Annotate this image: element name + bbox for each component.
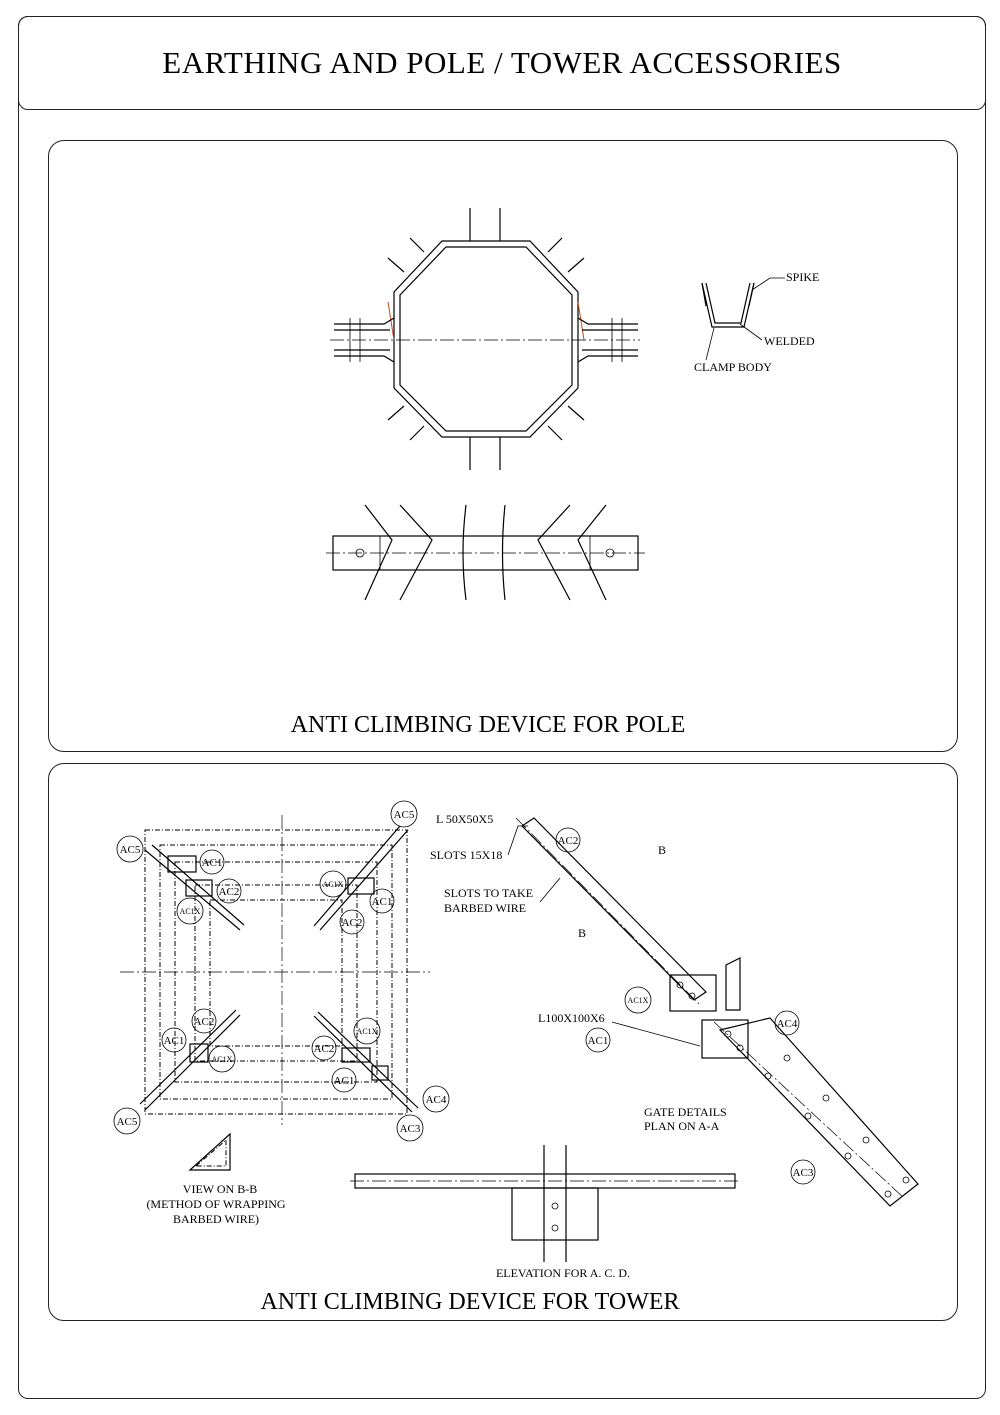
svg-text:AC2: AC2: [219, 886, 240, 898]
part-mark-ac1x: [176, 897, 204, 925]
angle-large-leader: [611, 1021, 701, 1047]
part-mark-ac4: [422, 1085, 450, 1113]
octagon-clamp-plan: [330, 208, 640, 470]
part-mark-ac1x: [319, 870, 347, 898]
clamp-body-label: CLAMP BODY: [694, 360, 772, 374]
spike-label: SPIKE: [786, 270, 819, 284]
part-mark-ac3: [790, 1159, 816, 1185]
slots-note: SLOTS 15X18: [430, 848, 502, 862]
svg-text:AC4: AC4: [426, 1094, 447, 1106]
slots-barbed-note-1: SLOTS TO TAKE: [444, 886, 533, 900]
part-mark-ac5: [113, 1107, 141, 1135]
part-mark-ac2: [339, 909, 365, 935]
pole-clamp-elevation: [326, 504, 645, 601]
part-mark-ac1x: [353, 1017, 381, 1045]
svg-text:AC1X: AC1X: [357, 1027, 378, 1036]
gate-details-plan: [515, 817, 919, 1207]
svg-text:AC4: AC4: [777, 1018, 798, 1030]
elevation-label: ELEVATION FOR A. C. D.: [496, 1266, 630, 1280]
view-bb-barbed: BARBED WIRE): [173, 1212, 259, 1226]
part-mark-ac1x: [208, 1045, 236, 1073]
section-mark-b-bottom: B: [578, 926, 586, 940]
svg-text:AC2: AC2: [314, 1043, 335, 1055]
acd-elevation: [350, 1145, 740, 1262]
svg-text:AC2: AC2: [342, 917, 363, 929]
view-bb-label: VIEW ON B-B: [183, 1182, 257, 1196]
angle-large-note: L100X100X6: [538, 1011, 605, 1025]
svg-text:AC1X: AC1X: [628, 996, 649, 1005]
tower-device-panel: [48, 763, 958, 1321]
gate-part-marks: AC2 AC1X AC1 AC4 AC3: [555, 827, 816, 1185]
svg-text:AC1: AC1: [164, 1035, 185, 1047]
part-mark-ac1: [369, 888, 395, 914]
gate-details-note-1: GATE DETAILS: [644, 1105, 727, 1119]
part-mark-ac2: [216, 878, 242, 904]
slots-leader: [507, 825, 528, 856]
page-title: EARTHING AND POLE / TOWER ACCESSORIES: [162, 45, 842, 80]
svg-text:AC1: AC1: [202, 857, 223, 869]
svg-text:AC2: AC2: [558, 835, 579, 847]
pole-device-panel: [48, 140, 958, 752]
svg-text:AC1: AC1: [588, 1035, 609, 1047]
part-mark-ac2: [555, 827, 581, 853]
svg-text:AC5: AC5: [394, 809, 415, 821]
svg-text:AC2: AC2: [194, 1016, 215, 1028]
svg-text:AC1X: AC1X: [212, 1055, 233, 1064]
title-block: EARTHING AND POLE / TOWER ACCESSORIES: [18, 16, 986, 110]
svg-text:AC1: AC1: [372, 896, 393, 908]
part-mark-ac1: [199, 849, 225, 875]
svg-text:AC3: AC3: [793, 1167, 814, 1179]
part-mark-ac1x: [624, 986, 652, 1014]
clamp-side-detail: [701, 277, 785, 361]
svg-text:AC1: AC1: [334, 1075, 355, 1087]
svg-text:AC5: AC5: [117, 1116, 138, 1128]
svg-text:AC1X: AC1X: [180, 907, 201, 916]
pole-caption: ANTI CLIMBING DEVICE FOR POLE: [291, 712, 686, 738]
slots-barbed-leader: [539, 877, 561, 903]
tower-plan-view: [120, 815, 430, 1125]
part-mark-ac5: [116, 835, 144, 863]
part-mark-ac5: [390, 800, 418, 828]
slots-barbed-note-2: BARBED WIRE: [444, 901, 526, 915]
part-mark-ac2: [191, 1008, 217, 1034]
svg-text:AC1X: AC1X: [323, 880, 344, 889]
part-mark-ac2: [311, 1035, 337, 1061]
angle-small-note: L 50X50X5: [436, 812, 493, 826]
view-bb-detail: [188, 1132, 231, 1171]
part-mark-ac1: [585, 1027, 611, 1053]
view-bb-method: (METHOD OF WRAPPING: [146, 1197, 285, 1211]
part-mark-ac3: [396, 1114, 424, 1142]
welded-label: WELDED: [764, 334, 815, 348]
svg-text:AC5: AC5: [120, 844, 141, 856]
tower-part-marks: AC5 AC5 AC5 AC4 AC3 AC1 AC2 AC1X AC1X AC…: [113, 800, 450, 1142]
svg-text:AC3: AC3: [400, 1123, 421, 1135]
part-mark-ac1: [161, 1027, 187, 1053]
section-mark-b-top: B: [658, 843, 666, 857]
tower-caption: ANTI CLIMBING DEVICE FOR TOWER: [260, 1289, 679, 1315]
gate-details-note-2: PLAN ON A-A: [644, 1119, 720, 1133]
part-mark-ac4: [774, 1010, 800, 1036]
part-mark-ac1: [331, 1067, 357, 1093]
